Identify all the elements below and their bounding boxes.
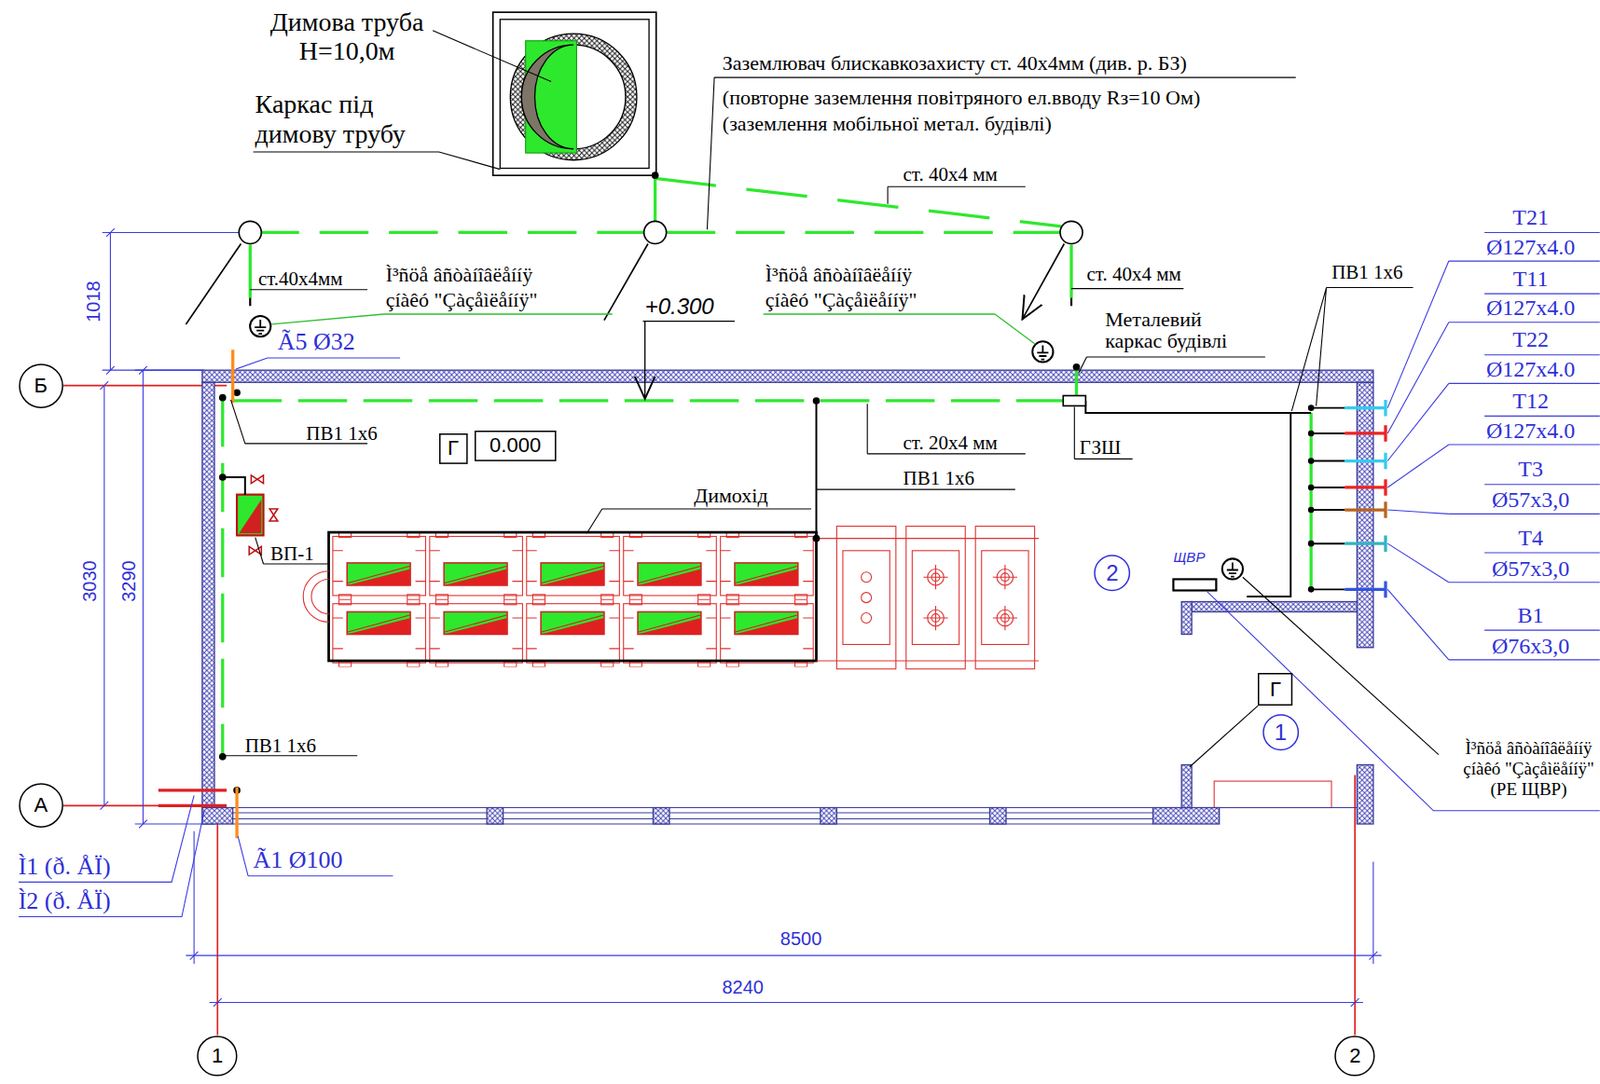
dimension-value: 1018 — [82, 281, 105, 324]
bubble-ring — [197, 1036, 237, 1076]
sign-note: Ì³ñöå âñòàíîâëåííÿ çíàêó "Çàçåìëåííÿ" — [386, 262, 539, 313]
dimension-value: 8240 — [721, 977, 764, 999]
pipe-size: Ø127x4.0 — [1486, 296, 1575, 320]
section-marker: Г — [439, 433, 469, 465]
pipe-label: Т12 — [1512, 389, 1549, 414]
bubble-ring — [1094, 555, 1130, 591]
pipe-label: В1 — [1517, 604, 1545, 628]
box-frame — [475, 431, 556, 461]
pipe-size: Ø127x4.0 — [1486, 358, 1575, 382]
node-text: 1 — [211, 1045, 223, 1068]
bubble-ring — [1335, 1036, 1375, 1076]
conductor-label: ст. 20х4 мм — [903, 431, 998, 455]
bubble-ring — [1263, 715, 1298, 750]
axis-bubble: 2 — [1334, 1035, 1376, 1077]
pipe-label: Т4 — [1517, 526, 1544, 551]
conductor-label: ст. 40х4 мм — [1087, 262, 1182, 286]
pipe-label: Ì1 (ð. ÅÏ) — [18, 853, 111, 882]
pipe-size: Ø76x3,0 — [1491, 634, 1570, 659]
level-mark: +0.300 — [645, 293, 715, 320]
earthing-note: (повторне заземлення повітряного ел.ввод… — [722, 85, 1200, 110]
room-number: 2 — [1093, 554, 1131, 592]
cable-label: ПВ1 1х6 — [1331, 261, 1403, 284]
pipe-label: Ã1 Ø100 — [252, 846, 343, 875]
earthing-note: Заземлювач блискавкозахисту ст. 40х4мм (… — [722, 51, 1187, 75]
frame-label: Каркас під димову трубу — [255, 89, 408, 150]
axis-bubble: 1 — [196, 1035, 238, 1077]
node-text: 2 — [1349, 1045, 1361, 1068]
pipe-size: Ø57x3,0 — [1491, 488, 1570, 512]
earthing-note: (заземлення мобільної метал. будівлі) — [722, 111, 1052, 136]
level-box: 0.000 — [474, 430, 557, 462]
sign-note: Ì³ñöå âñòàíîâëåííÿ çíàêó "Çàçåìëåííÿ" (Р… — [1462, 738, 1596, 800]
node-text: Г — [447, 437, 459, 460]
pipe-label: Т3 — [1517, 457, 1544, 482]
panel-label: ЩВР — [1173, 549, 1206, 566]
node-text: А — [33, 794, 48, 817]
node-text: 2 — [1105, 561, 1118, 586]
busbar-label: ГЗШ — [1079, 436, 1121, 459]
bubble-ring — [19, 784, 63, 828]
frame-note: Металевий каркас будівлі — [1104, 308, 1228, 352]
conductor-label: ст. 40х4 мм — [903, 163, 998, 186]
pipe-size: Ø57x3,0 — [1491, 557, 1570, 581]
box-frame — [1258, 674, 1293, 706]
equipment-label: ВП-1 — [270, 542, 315, 566]
flue-label: Димохід — [693, 483, 768, 508]
pipe-label: Т11 — [1513, 267, 1549, 291]
room-number: 1 — [1262, 714, 1299, 751]
pipe-label: Т22 — [1512, 328, 1549, 352]
pipe-label: Ã5 Ø32 — [277, 328, 356, 357]
chimney-label: Димова труба H=10,0м — [269, 8, 425, 67]
dimension-value: 3030 — [79, 561, 101, 604]
dimension-value: 8500 — [780, 928, 823, 951]
bubble-ring — [19, 364, 63, 408]
box-frame — [439, 434, 467, 464]
cable-label: ПВ1 1х6 — [903, 467, 975, 490]
node-text: 0.000 — [489, 434, 541, 457]
cable-label: ПВ1 1х6 — [245, 734, 317, 758]
axis-bubble: А — [18, 783, 64, 828]
node-text: Г — [1269, 678, 1282, 702]
cable-label: ПВ1 1х6 — [305, 422, 377, 445]
dimension-value: 3290 — [117, 561, 139, 604]
pipe-size: Ø127x4.0 — [1486, 235, 1575, 260]
pipe-label: Ì2 (ð. ÅÏ) — [18, 887, 111, 916]
sign-note: Ì³ñöå âñòàíîâëåííÿ çíàêó "Çàçåìëåííÿ" — [765, 262, 919, 313]
conductor-label: ст.40х4мм — [258, 267, 344, 290]
pipe-size: Ø127x4.0 — [1486, 419, 1575, 443]
axis-bubble: Б — [18, 363, 64, 409]
node-text: Б — [34, 374, 48, 398]
pipe-label: Т21 — [1512, 206, 1549, 230]
section-marker: Г — [1257, 673, 1293, 706]
node-text: 1 — [1274, 720, 1287, 745]
